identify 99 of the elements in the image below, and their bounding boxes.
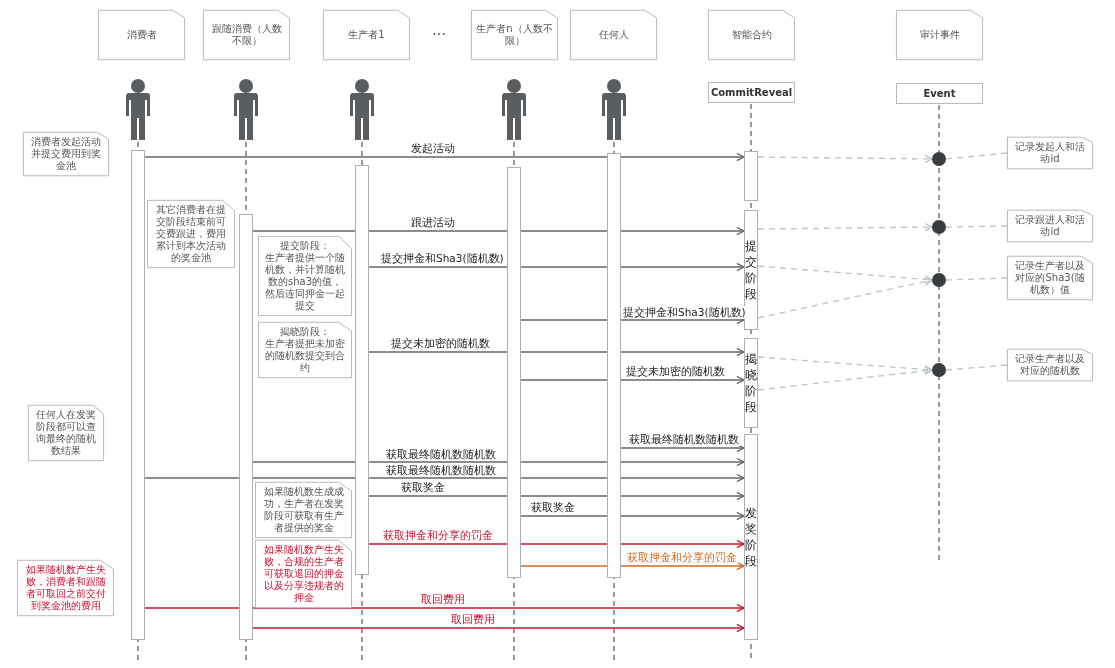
note-box — [23, 132, 109, 176]
arrow — [144, 473, 745, 483]
note-text: 如果随机数产生失败，消费者和跟随者可取回之前交付到奖金池的费用 — [24, 564, 107, 612]
event-dot — [932, 273, 946, 287]
activation-bar — [744, 210, 758, 330]
note-heading: 提交阶段： — [280, 240, 330, 252]
arrow — [368, 539, 745, 549]
note-text: 任何人在发奖阶段都可以查询最终的随机数结果 — [35, 409, 97, 457]
event-dot — [932, 152, 946, 166]
note-text: 记录生产者以及对应的随机数 — [1014, 353, 1086, 377]
arrow — [368, 347, 745, 357]
participant-box — [708, 10, 795, 60]
participant-box — [98, 10, 185, 60]
note-box — [258, 236, 352, 316]
dashed-arrow — [757, 356, 933, 374]
edge-label: 提交押金和Sha3(随机数) — [622, 306, 747, 319]
note-text: 智能合约 — [731, 29, 772, 41]
arrow — [520, 511, 745, 521]
phase-label: 发奖阶段 — [745, 505, 757, 569]
note-box — [1007, 349, 1093, 381]
arrow — [252, 457, 745, 467]
note-text: 如果随机数产生失败，合规的生产者可获取退回的押金以及分享违规者的押金 — [262, 544, 345, 604]
note-box — [28, 405, 104, 461]
activation-bar — [744, 338, 758, 428]
edge-label: 取回费用 — [420, 593, 466, 606]
arrow — [252, 226, 745, 236]
ellipsis-text: … — [432, 22, 446, 38]
activation-bar — [744, 434, 758, 640]
arrow — [144, 603, 745, 613]
note-box — [1007, 256, 1093, 300]
activation-bar — [744, 151, 758, 201]
note-box — [255, 540, 352, 608]
edge-label: 提交未加密的随机数 — [625, 365, 726, 378]
edge-label: 获取奖金 — [400, 481, 446, 494]
edge-label: 提交未加密的随机数 — [390, 337, 491, 350]
note-text: 跟随消费（人数不限） — [210, 23, 283, 47]
participant-box — [896, 10, 983, 60]
activation-bar — [507, 167, 521, 578]
arrow — [620, 443, 745, 453]
dashed-arrow — [757, 154, 933, 164]
dashed-arrow — [757, 366, 933, 391]
arrow — [144, 152, 745, 162]
arrow — [252, 623, 745, 633]
note-text: 如果随机数生成成功，生产者在发奖阶段可获取有生产者提供的奖金 — [262, 486, 345, 534]
note-box — [258, 322, 352, 378]
arrow — [368, 262, 745, 272]
edge-label: 提交押金和Sha3(随机数) — [380, 252, 505, 265]
phase-label: 提交阶段 — [745, 238, 757, 302]
note-text: 消费者发起活动并提交费用到奖金池 — [30, 136, 102, 172]
activation-bar — [131, 150, 145, 640]
note-box — [17, 560, 114, 616]
note-text: 任何人 — [598, 29, 629, 41]
note-text: 生产者n（人数不限） — [476, 23, 553, 47]
dashed-connector — [945, 364, 1008, 371]
edge-label: 获取奖金 — [530, 501, 576, 514]
lifeline-name: Event — [923, 87, 956, 100]
dashed-connector — [945, 277, 1008, 281]
note-text: 审计事件 — [919, 29, 960, 41]
note-text: 生产者提把未加密的随机数提交到合约 — [264, 338, 346, 374]
dashed-arrow — [757, 222, 933, 232]
dashed-arrow — [757, 277, 933, 319]
event-dot — [932, 363, 946, 377]
event-dot — [932, 220, 946, 234]
edge-label: 获取押金和分享的罚金 — [626, 551, 738, 564]
edge-label: 取回费用 — [450, 613, 496, 626]
note-text: 消费者 — [126, 29, 157, 41]
participant-box — [203, 10, 290, 60]
note-heading: 揭晓阶段： — [280, 326, 330, 338]
lifeline-header — [896, 83, 983, 104]
edge-label: 获取最终随机数随机数 — [385, 464, 497, 477]
note-text: 生产者1 — [348, 29, 385, 41]
note-text: 记录生产者以及对应的Sha3(随机数）值 — [1014, 260, 1086, 296]
note-box — [147, 200, 235, 268]
edge-label: 获取最终随机数随机数 — [628, 433, 740, 446]
note-text: 生产者提供一个随机数，并计算随机数的sha3的值，然后连同押金一起提交 — [264, 252, 346, 312]
note-box — [255, 482, 352, 538]
edge-label: 获取最终随机数随机数 — [385, 448, 497, 461]
activation-bar — [607, 153, 621, 578]
note-text: 记录发起人和活动id — [1014, 141, 1086, 165]
edge-label: 发起活动 — [410, 142, 456, 155]
arrow — [520, 561, 745, 571]
phase-label: 揭晓阶段 — [745, 351, 757, 415]
arrow — [368, 491, 745, 501]
dashed-arrow — [757, 265, 933, 284]
edge-label: 跟进活动 — [410, 216, 456, 229]
note-text: 其它消费者在提交阶段结束前可交费跟进，费用累计到本次活动的奖金池 — [155, 204, 227, 264]
participant-box — [323, 10, 410, 60]
dashed-connector — [945, 152, 1008, 160]
dashed-connector — [945, 225, 1008, 228]
activation-bar — [355, 165, 369, 575]
note-box — [1007, 210, 1093, 242]
participant-box — [570, 10, 657, 60]
participant-box — [471, 10, 558, 60]
arrow — [520, 375, 745, 385]
activation-bar — [239, 214, 253, 640]
edge-label: 获取押金和分享的罚金 — [382, 529, 494, 542]
lifeline-name: CommitReveal — [710, 86, 793, 99]
note-box — [1007, 137, 1093, 169]
note-text: 记录跟进人和活动id — [1014, 214, 1086, 238]
